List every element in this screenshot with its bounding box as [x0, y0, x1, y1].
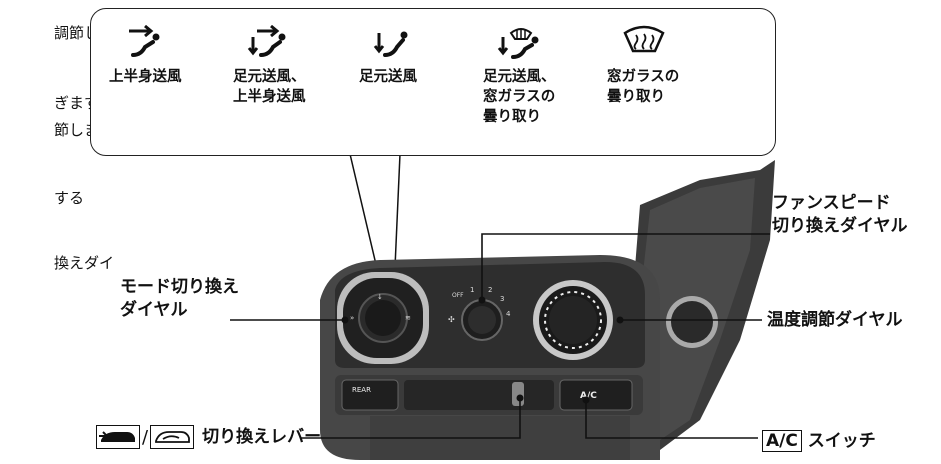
- fresh-air-icon: [96, 425, 140, 449]
- mode-item-feet: 足元送風: [359, 25, 417, 87]
- ac-switch-label: A/C スイッチ: [762, 426, 876, 452]
- air-intake-lever-label: / 切り換えレバー: [96, 424, 321, 450]
- temperature-dial-label: 温度調節ダイヤル: [767, 310, 903, 330]
- fan-mark-2: 2: [488, 286, 492, 294]
- fan-mark-3: 3: [500, 295, 504, 303]
- ac-label-box: A/C: [762, 430, 802, 452]
- lever-label-text: 切り換えレバー: [202, 426, 322, 447]
- ac-label-text: スイッチ: [807, 431, 876, 451]
- fan-mark-off: OFF: [452, 292, 464, 299]
- svg-text:»: »: [350, 314, 354, 322]
- fan-speed-dial-label: ファンスピード 切り換えダイヤル: [772, 193, 908, 236]
- mode-label: 足元送風: [359, 69, 417, 85]
- mode-item-defrost: 窓ガラスの 曇り取り: [607, 25, 679, 107]
- mode-item-feet-defrost: 足元送風、 窓ガラスの 曇り取り: [483, 25, 556, 127]
- recirculation-icon: [150, 425, 195, 449]
- windshield-defrost-icon: [623, 25, 665, 53]
- rear-button-label: REAR: [352, 386, 371, 394]
- mode-label: 足元送風、 上半身送風: [233, 69, 306, 105]
- ac-button-label: A/C: [580, 391, 597, 401]
- mode-dial-label: モード切り換え ダイヤル: [120, 277, 239, 320]
- fan-mark-4: 4: [506, 310, 511, 318]
- body-text-fragment: する: [54, 189, 85, 207]
- mode-callout-box: 上半身送風 足元送風、 上半身送風 足元送風 足元送風、 窓ガラスの 曇り取り: [90, 8, 776, 156]
- body-text-fragment: 換えダイ: [54, 254, 115, 272]
- feet-and-defrost-icon: [497, 28, 539, 59]
- fan-mark-1: 1: [470, 286, 474, 294]
- mode-item-feet-upper: 足元送風、 上半身送風: [233, 25, 306, 107]
- svg-text:✣: ✣: [448, 315, 455, 324]
- mode-item-upper-body: 上半身送風: [109, 25, 182, 87]
- svg-text:≋: ≋: [405, 314, 411, 322]
- svg-text:↓: ↓: [377, 293, 383, 301]
- feet-and-upper-body-icon: [247, 25, 286, 57]
- mode-label: 上半身送風: [109, 69, 182, 85]
- body-text-fragment: 節しま: [54, 121, 100, 139]
- mode-label: 窓ガラスの 曇り取り: [607, 69, 680, 105]
- mode-label: 足元送風、 窓ガラスの 曇り取り: [483, 69, 556, 125]
- upper-body-vent-icon: [129, 25, 160, 57]
- feet-vent-icon: [373, 31, 408, 57]
